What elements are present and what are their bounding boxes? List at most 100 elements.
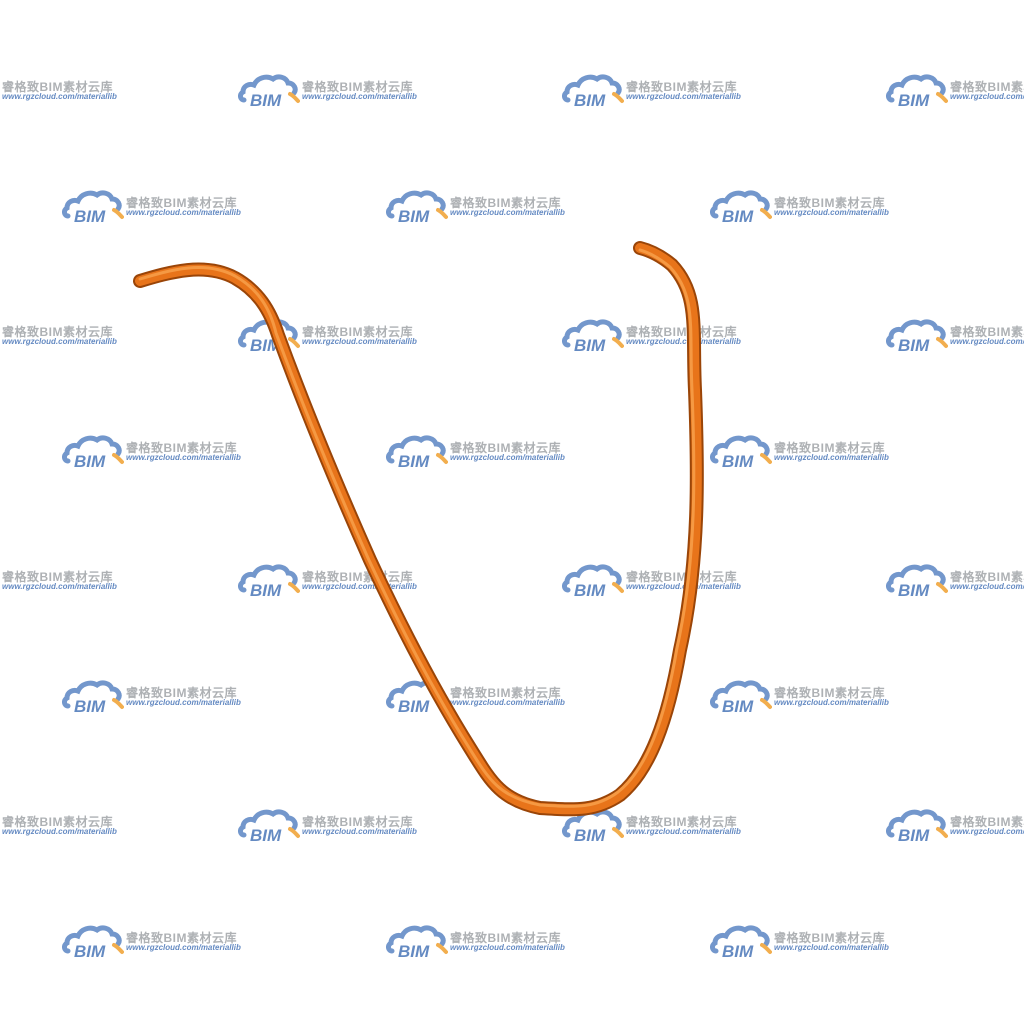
url-text: www.rgzcloud.com/materiallib [774,453,889,462]
logo-text: BIM [898,336,930,355]
url-text: www.rgzcloud.com/materiallib [126,698,241,707]
watermark: BIM 睿格致BIM素材云库 www.rgzcloud.com/material… [386,186,576,226]
url-text: www.rgzcloud.com/materiallib [2,92,117,101]
bim-cloud-logo-icon: BIM [386,190,448,226]
bim-cloud-logo-icon: BIM [886,564,948,600]
watermark: BIM 睿格致BIM素材云库 www.rgzcloud.com/material… [386,431,576,471]
bim-cloud-logo-icon: BIM [710,680,772,716]
url-text: www.rgzcloud.com/materiallib [450,453,565,462]
logo-text: BIM [74,942,106,961]
watermark: BIM 睿格致BIM素材云库 www.rgzcloud.com/material… [886,805,1024,845]
logo-text: BIM [250,581,282,600]
url-text: www.rgzcloud.com/materiallib [950,92,1024,101]
bim-cloud-logo-icon: BIM [386,435,448,471]
bim-cloud-logo-icon: BIM [238,74,300,110]
bim-cloud-logo-icon: BIM [562,564,624,600]
url-text: www.rgzcloud.com/materiallib [126,453,241,462]
brand-text: 睿格致BIM素材云库 [2,80,113,94]
brand-text: 睿格致BIM素材云库 [950,815,1024,829]
brand-text: 睿格致BIM素材云库 [950,80,1024,94]
brand-text: 睿格致BIM素材云库 [626,815,737,829]
logo-text: BIM [398,207,430,226]
logo-text: BIM [574,336,606,355]
brand-text: 睿格致BIM素材云库 [774,686,885,700]
logo-text: BIM [574,581,606,600]
watermark: BIM 睿格致BIM素材云库 www.rgzcloud.com/material… [386,676,576,716]
logo-text: BIM [898,91,930,110]
brand-text: 睿格致BIM素材云库 [302,815,413,829]
url-text: www.rgzcloud.com/materiallib [302,337,417,346]
watermark: BIM 睿格致BIM素材云库 www.rgzcloud.com/material… [562,315,752,355]
brand-text: 睿格致BIM素材云库 [450,686,561,700]
brand-text: 睿格致BIM素材云库 [626,325,737,339]
url-text: www.rgzcloud.com/materiallib [950,337,1024,346]
logo-text: BIM [250,91,282,110]
url-text: www.rgzcloud.com/materiallib [774,943,889,952]
bim-cloud-logo-icon: BIM [710,190,772,226]
watermark: BIM 睿格致BIM素材云库 www.rgzcloud.com/material… [62,921,252,961]
watermark: BIM 睿格致BIM素材云库 www.rgzcloud.com/material… [62,431,252,471]
url-text: www.rgzcloud.com/materiallib [302,92,417,101]
url-text: www.rgzcloud.com/materiallib [450,943,565,952]
brand-text: 睿格致BIM素材云库 [302,325,413,339]
logo-text: BIM [74,697,106,716]
url-text: www.rgzcloud.com/materiallib [950,582,1024,591]
brand-text: 睿格致BIM素材云库 [2,815,113,829]
bim-cloud-logo-icon: BIM [562,74,624,110]
watermark: BIM 睿格致BIM素材云库 www.rgzcloud.com/material… [710,186,900,226]
watermark: BIM 睿格致BIM素材云库 www.rgzcloud.com/material… [710,921,900,961]
brand-text: 睿格致BIM素材云库 [2,570,113,584]
watermark: BIM 睿格致BIM素材云库 www.rgzcloud.com/material… [886,560,1024,600]
url-text: www.rgzcloud.com/materiallib [126,943,241,952]
logo-text: BIM [898,581,930,600]
watermark: BIM 睿格致BIM素材云库 www.rgzcloud.com/material… [62,676,252,716]
watermark: BIM 睿格致BIM素材云库 www.rgzcloud.com/material… [238,805,428,845]
logo-text: BIM [898,826,930,845]
url-text: www.rgzcloud.com/materiallib [2,337,117,346]
brand-text: 睿格致BIM素材云库 [450,441,561,455]
url-text: www.rgzcloud.com/materiallib [302,827,417,836]
brand-text: 睿格致BIM素材云库 [302,80,413,94]
logo-text: BIM [722,207,754,226]
bim-cloud-logo-icon: BIM [62,190,124,226]
url-text: www.rgzcloud.com/materiallib [774,208,889,217]
watermark: BIM 睿格致BIM素材云库 www.rgzcloud.com/material… [710,431,900,471]
watermark: BIM 睿格致BIM素材云库 www.rgzcloud.com/material… [0,560,128,600]
watermark: BIM 睿格致BIM素材云库 www.rgzcloud.com/material… [562,70,752,110]
url-text: www.rgzcloud.com/materiallib [626,337,741,346]
logo-text: BIM [398,942,430,961]
logo-text: BIM [722,942,754,961]
hose-shadow [133,241,704,817]
bim-cloud-logo-icon: BIM [562,319,624,355]
url-text: www.rgzcloud.com/materiallib [2,827,117,836]
brand-text: 睿格致BIM素材云库 [126,931,237,945]
brand-text: 睿格致BIM素材云库 [626,80,737,94]
brand-text: 睿格致BIM素材云库 [626,570,737,584]
logo-text: BIM [574,91,606,110]
bim-cloud-logo-icon: BIM [62,925,124,961]
hose-body [135,243,702,815]
brand-text: 睿格致BIM素材云库 [126,686,237,700]
brand-text: 睿格致BIM素材云库 [950,570,1024,584]
logo-text: BIM [74,452,106,471]
bim-cloud-logo-icon: BIM [710,925,772,961]
brand-text: 睿格致BIM素材云库 [126,441,237,455]
bim-cloud-logo-icon: BIM [710,435,772,471]
watermark: BIM 睿格致BIM素材云库 www.rgzcloud.com/material… [386,921,576,961]
watermark: BIM 睿格致BIM素材云库 www.rgzcloud.com/material… [562,805,752,845]
watermark: BIM 睿格致BIM素材云库 www.rgzcloud.com/material… [0,70,128,110]
watermark: BIM 睿格致BIM素材云库 www.rgzcloud.com/material… [62,186,252,226]
brand-text: 睿格致BIM素材云库 [2,325,113,339]
url-text: www.rgzcloud.com/materiallib [626,92,741,101]
bim-cloud-logo-icon: BIM [238,564,300,600]
url-text: www.rgzcloud.com/materiallib [774,698,889,707]
url-text: www.rgzcloud.com/materiallib [626,827,741,836]
logo-text: BIM [74,207,106,226]
url-text: www.rgzcloud.com/materiallib [450,208,565,217]
watermark: BIM 睿格致BIM素材云库 www.rgzcloud.com/material… [0,805,128,845]
brand-text: 睿格致BIM素材云库 [774,931,885,945]
url-text: www.rgzcloud.com/materiallib [450,698,565,707]
watermark: BIM 睿格致BIM素材云库 www.rgzcloud.com/material… [562,560,752,600]
